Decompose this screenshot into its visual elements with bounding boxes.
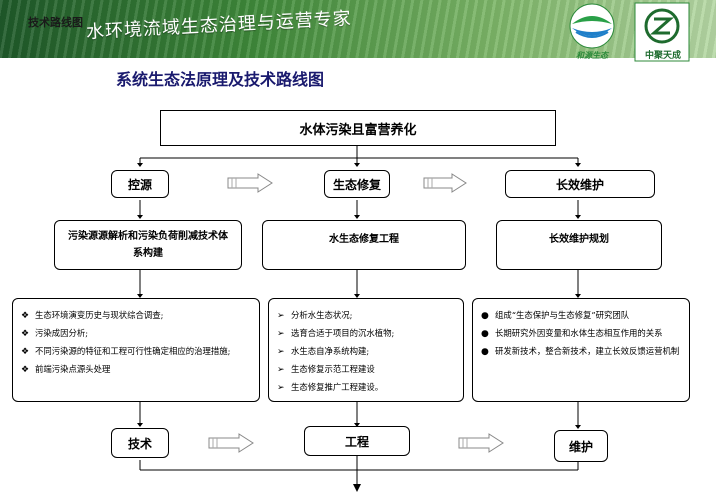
zhongju-logo-icon — [634, 2, 690, 62]
dot-bullet-icon: ● — [481, 311, 489, 321]
head-source-control: 控源 — [111, 170, 169, 198]
arrow-bullet-icon: ➢ — [277, 383, 285, 393]
diamond-bullet-icon: ❖ — [21, 329, 30, 339]
foot-engineering: 工程 — [304, 426, 410, 456]
detail-list-maintenance: ●组成“生态保护与生态修复”研究团队 ●长期研究外因变量和水体生态相互作用的关系… — [472, 298, 690, 402]
dot-bullet-icon: ● — [481, 347, 489, 357]
list-item: ➢分析水生态状况; — [277, 307, 457, 325]
arrow-bullet-icon: ➢ — [277, 365, 285, 375]
foot-technology: 技术 — [111, 428, 169, 458]
foot-maintenance: 维护 — [554, 430, 608, 462]
arrow-bullet-icon: ➢ — [277, 329, 285, 339]
list-item: ❖前端污染点源头处理 — [21, 361, 253, 379]
diamond-bullet-icon: ❖ — [21, 365, 30, 375]
list-item: ●长期研究外因变量和水体生态相互作用的关系 — [481, 325, 683, 343]
arrow-bullet-icon: ➢ — [277, 311, 285, 321]
page-title: 系统生态法原理及技术路线图 — [116, 70, 325, 89]
header-tag: 技术路线图 — [28, 16, 83, 29]
task-pollution-analysis: 污染源源解析和污染负荷削减技术体系构建 — [54, 220, 242, 270]
task-water-eco-restoration: 水生态修复工程 — [262, 220, 466, 270]
arrow-bullet-icon: ➢ — [277, 347, 285, 357]
list-item: ❖生态环境演变历史与现状综合调查; — [21, 307, 253, 325]
detail-list-eco-restoration: ➢分析水生态状况; ➢选育合适于项目的沉水植物; ➢水生态自净系统构建; ➢生态… — [268, 298, 464, 402]
detail-list-source-control: ❖生态环境演变历史与现状综合调查; ❖污染成因分析; ❖不同污染源的特征和工程可… — [12, 298, 260, 402]
head-eco-restoration: 生态修复 — [324, 170, 390, 198]
root-problem-box: 水体污染且富营养化 — [160, 110, 556, 146]
logo1-text: 和源生态 — [576, 51, 608, 60]
list-item: ➢选育合适于项目的沉水植物; — [277, 325, 457, 343]
list-item: ❖不同污染源的特征和工程可行性确定相应的治理措施; — [21, 343, 253, 361]
logo2-text: 中聚天成 — [644, 51, 681, 61]
list-item: ➢生态修复推广工程建设。 — [277, 379, 457, 397]
list-item: ●研发新技术，整合新技术，建立长效反馈运营机制 — [481, 343, 683, 361]
list-item: ❖污染成因分析; — [21, 325, 253, 343]
list-item: ➢生态修复示范工程建设 — [277, 361, 457, 379]
diamond-bullet-icon: ❖ — [21, 311, 30, 321]
task-maintenance-plan: 长效维护规划 — [496, 220, 662, 270]
diamond-bullet-icon: ❖ — [21, 347, 30, 357]
heyuan-logo-icon — [569, 3, 615, 49]
dot-bullet-icon: ● — [481, 329, 489, 339]
head-long-term-maintenance: 长效维护 — [505, 170, 655, 198]
list-item: ➢水生态自净系统构建; — [277, 343, 457, 361]
list-item: ●组成“生态保护与生态修复”研究团队 — [481, 307, 683, 325]
